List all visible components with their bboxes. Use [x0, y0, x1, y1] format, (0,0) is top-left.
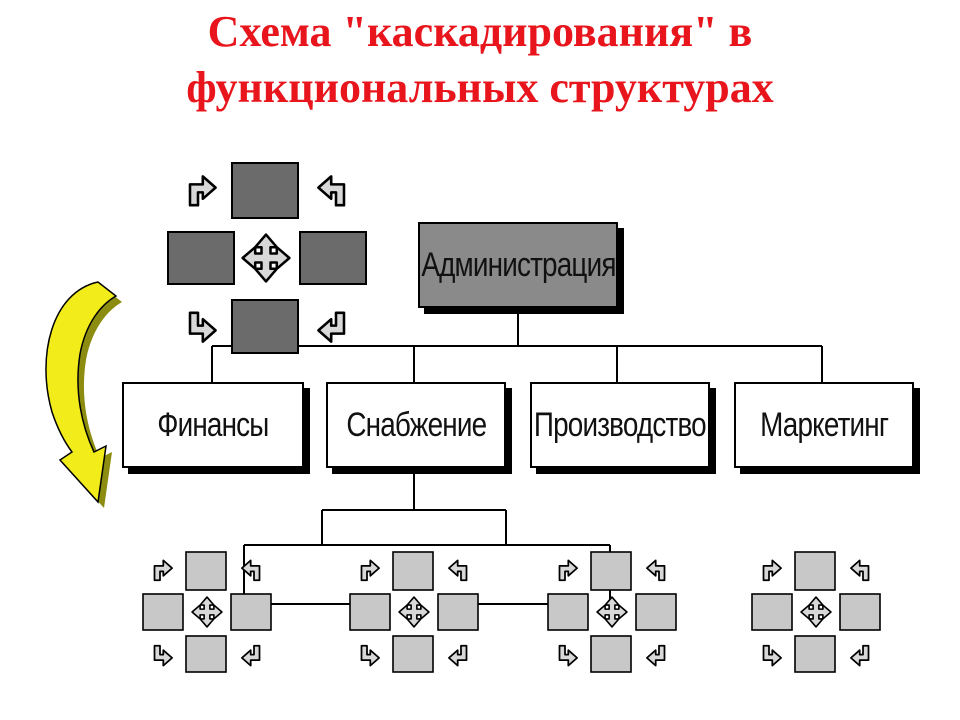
four-way-arrow-icon	[398, 596, 430, 628]
department-label: Снабжение	[346, 405, 487, 444]
bent-arrow-icon	[241, 644, 261, 667]
bent-arrow-icon	[448, 644, 468, 667]
bent-arrow-icon	[153, 559, 173, 582]
cluster-small-2	[349, 551, 479, 673]
department-label: Производство	[534, 405, 707, 444]
cluster-small-3	[547, 551, 677, 673]
cluster-large	[167, 162, 367, 354]
bent-arrow-icon	[448, 559, 468, 582]
bent-arrow-icon	[360, 644, 380, 667]
title-line-1: Схема "каскадирования" в	[207, 7, 753, 56]
cluster-small-1	[142, 551, 272, 673]
bent-arrow-icon	[188, 311, 217, 343]
bent-arrow-icon	[558, 644, 578, 667]
cluster-small-4	[751, 551, 881, 673]
bent-arrow-icon	[850, 644, 870, 667]
department-box-finance: Финансы	[122, 382, 304, 468]
cascade-arrow-icon	[45, 281, 122, 508]
org-connectors	[211, 306, 823, 605]
bent-arrow-icon	[558, 559, 578, 582]
bent-arrow-icon	[646, 559, 666, 582]
four-way-arrow-icon	[241, 233, 291, 283]
bent-arrow-icon	[646, 644, 666, 667]
department-label: Финансы	[157, 405, 269, 444]
department-box-production: Производство	[530, 382, 710, 468]
bent-arrow-icon	[360, 559, 380, 582]
page-title: Схема "каскадирования" в функциональных …	[0, 4, 960, 116]
bent-arrow-icon	[762, 644, 782, 667]
title-line-2: функциональных структурах	[186, 63, 774, 112]
department-box-marketing: Маркетинг	[734, 382, 914, 468]
admin-label: Администрация	[420, 245, 616, 284]
department-label: Маркетинг	[759, 405, 889, 444]
four-way-arrow-icon	[800, 596, 832, 628]
bent-arrow-icon	[317, 311, 346, 343]
bent-arrow-icon	[762, 559, 782, 582]
department-box-supply: Снабжение	[326, 382, 506, 468]
bent-arrow-icon	[317, 175, 346, 207]
bent-arrow-icon	[188, 175, 217, 207]
four-way-arrow-icon	[191, 596, 223, 628]
four-way-arrow-icon	[596, 596, 628, 628]
bent-arrow-icon	[153, 644, 173, 667]
admin-box: Администрация	[418, 222, 618, 308]
bent-arrow-icon	[850, 559, 870, 582]
